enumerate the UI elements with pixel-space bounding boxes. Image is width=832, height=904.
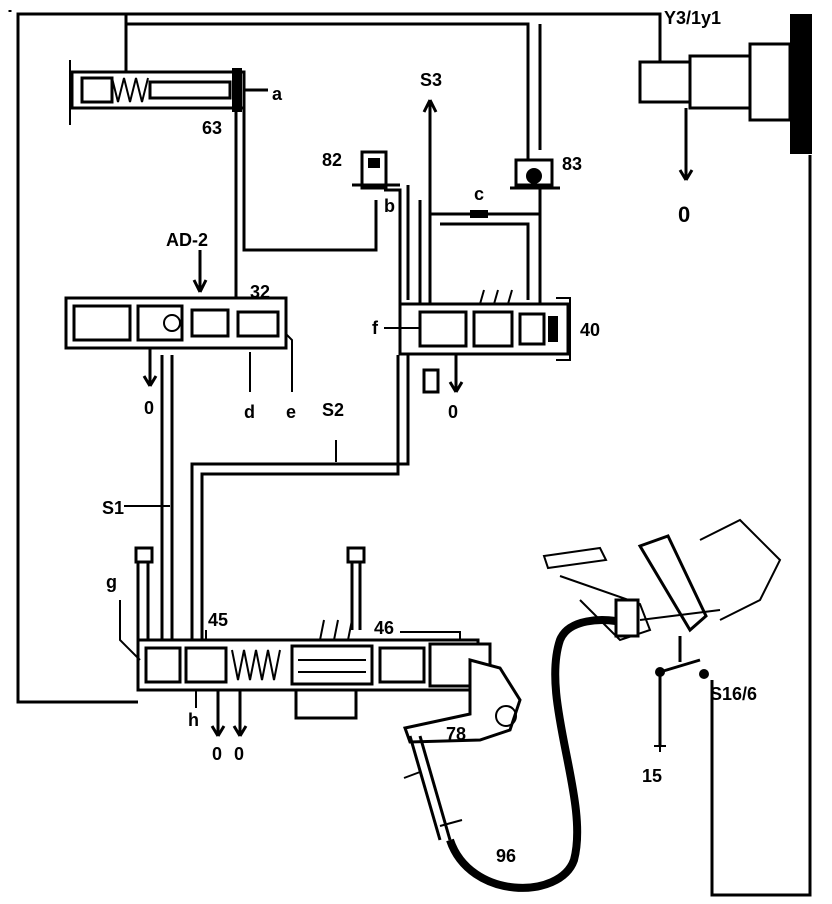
switch-s16-6 [654,636,709,752]
kickdown-pedal [542,518,782,642]
cable-96 [446,616,632,892]
label-zero-mid-left: 0 [144,398,154,418]
label-f: f [372,318,379,338]
label-d: d [244,402,255,422]
label-63: 63 [202,118,222,138]
restrictor-c [470,210,488,218]
label-b: b [384,196,395,216]
label-40: 40 [580,320,600,340]
label-h: h [188,710,199,730]
label-32: 32 [250,282,270,302]
label-y3-1y1: Y3/1y1 [664,8,721,28]
label-zero-bot-2: 0 [234,744,244,764]
label-83: 83 [562,154,582,174]
leader-lines [124,327,400,507]
lever-78 [403,658,522,841]
label-45: 45 [208,610,228,630]
labels: Y3/1y1 a 63 S3 82 83 b c 0 AD-2 32 f 40 … [102,8,757,866]
label-s1: S1 [102,498,124,518]
label-78: 78 [446,724,466,744]
label-46: 46 [374,618,394,638]
valve-63 [69,60,268,125]
label-96: 96 [496,846,516,866]
valve-45-46 [119,546,492,737]
valve-83 [510,158,560,190]
label-15: 15 [642,766,662,786]
label-82: 82 [322,150,342,170]
s3-arrow [422,99,438,113]
label-s16-6: S16/6 [710,684,757,704]
solenoid-y3-1y1 [638,14,812,181]
label-zero-mid-right: 0 [448,402,458,422]
valve-40 [390,289,571,394]
label-e: e [286,402,296,422]
label-zero-top: 0 [678,202,690,227]
label-g: g [106,572,117,592]
label-ad-2: AD-2 [166,230,208,250]
valve-32 [64,250,293,392]
line-circuit [8,10,812,897]
label-a: a [272,84,283,104]
label-c: c [474,184,484,204]
label-s3: S3 [420,70,442,90]
valve-82 [352,150,400,190]
label-zero-bot-1: 0 [212,744,222,764]
label-s2: S2 [322,400,344,420]
